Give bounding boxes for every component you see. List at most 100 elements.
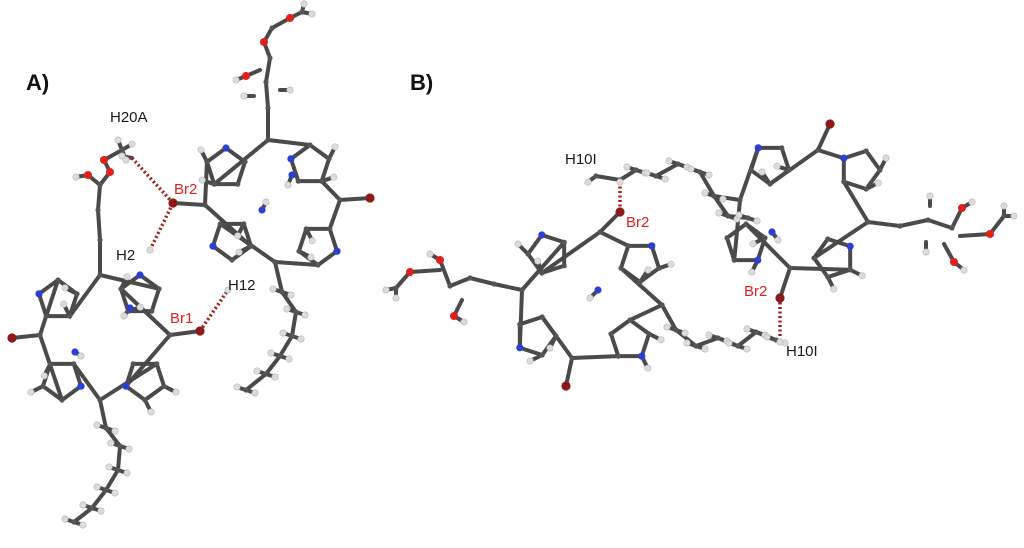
chain-bond: [694, 336, 720, 348]
nitrogen-atom: [71, 348, 79, 356]
bond: [319, 179, 342, 202]
carbon-atom: [825, 236, 831, 242]
nitrogen-atom: [768, 228, 776, 236]
carbon-atom: [97, 397, 103, 403]
hydrogen-atom: [111, 489, 119, 497]
hydrogen-atom: [719, 195, 727, 203]
ring-bond: [154, 361, 167, 389]
ring-bond: [40, 384, 64, 402]
carbon-atom: [71, 361, 77, 367]
nitrogen-atom: [77, 382, 85, 390]
carbon-atom: [675, 161, 681, 167]
label-h12: H12: [228, 277, 256, 294]
oxygen-atom: [106, 168, 114, 176]
bond: [212, 138, 270, 187]
hydrogen-atom: [968, 198, 976, 206]
chain-bond: [264, 354, 282, 376]
bond: [778, 266, 792, 300]
hydrogen-atom: [882, 154, 890, 162]
bromine-atom: [825, 119, 835, 129]
nitrogen-atom: [35, 290, 43, 298]
carbon-atom: [491, 281, 497, 287]
carbon-atom: [327, 226, 333, 232]
br1-atom: [195, 326, 205, 336]
carbon-atom: [637, 279, 643, 285]
hydrogen-atom: [234, 232, 242, 240]
carbon-atom: [303, 226, 309, 232]
hydrogen-atom: [830, 285, 838, 293]
carbon-atom: [229, 257, 235, 263]
bromine-atom: [365, 193, 375, 203]
carbon-atom: [95, 207, 101, 213]
hydrogen-atom: [125, 445, 133, 453]
carbon-atom: [149, 308, 155, 314]
ring-bond: [628, 318, 652, 336]
hydrogen-atom: [960, 266, 968, 274]
carbon-atom: [296, 248, 302, 254]
bond: [958, 232, 992, 238]
hydrogen-atom: [285, 355, 293, 363]
bond: [598, 210, 622, 234]
carbon-atom: [525, 251, 531, 257]
carbon-atom: [597, 229, 603, 235]
hydrogen-atom: [1010, 212, 1018, 220]
bond: [598, 230, 631, 248]
ring-bond: [210, 221, 223, 249]
hydrogen-atom: [118, 152, 126, 160]
oxygen-atom: [100, 156, 108, 164]
oxygen-atom: [450, 312, 458, 320]
carbon-atom: [659, 302, 665, 308]
hydrogen-atom: [616, 178, 624, 186]
hydrogen-atom: [235, 248, 243, 256]
carbon-atom: [74, 291, 80, 297]
bond: [618, 266, 664, 307]
carbon-atom: [724, 235, 730, 241]
carbon-atom: [263, 79, 269, 85]
carbon-atom: [119, 147, 125, 153]
ring-bond: [235, 159, 248, 187]
label-h2: H2: [116, 247, 136, 264]
hydrogen-atom: [77, 352, 85, 360]
label-br2-b-top: Br2: [626, 214, 650, 231]
carbon-atom: [161, 383, 167, 389]
chain-bond: [264, 80, 270, 110]
carbon-atom: [202, 202, 208, 208]
carbon-atom: [841, 179, 847, 185]
hydrogen-atom: [267, 349, 275, 357]
nitrogen-atom: [638, 352, 646, 360]
ring-bond: [618, 243, 631, 271]
carbon-atom: [693, 343, 699, 349]
carbon-atom: [319, 178, 325, 184]
bond: [218, 221, 277, 264]
hydrogen-atom: [307, 253, 315, 261]
hydrogen-atom: [701, 189, 709, 197]
hydrogen-atom: [79, 521, 87, 529]
carbon-atom: [539, 314, 545, 320]
bond: [338, 196, 372, 202]
chain-bond: [278, 334, 294, 358]
nitrogen-atom: [126, 304, 134, 312]
hydrogen-atom: [644, 266, 652, 274]
bond: [98, 273, 162, 291]
hydrogen-atom: [748, 268, 756, 276]
carbon-atom: [735, 343, 741, 349]
bond: [738, 145, 761, 202]
carbon-atom: [618, 265, 624, 271]
carbon-atom: [787, 265, 793, 271]
atom-layer: [7, 0, 1018, 529]
oxygen-atom: [242, 72, 250, 80]
carbon-atom: [779, 145, 785, 151]
carbon-atom: [447, 283, 453, 289]
carbon-atom: [715, 335, 721, 341]
chain-bond: [264, 56, 272, 84]
bond: [123, 333, 172, 389]
carbon-atom: [925, 217, 931, 223]
ring-bond: [841, 179, 869, 192]
hydrogen-atom: [40, 372, 48, 380]
carbon-atom: [865, 219, 871, 225]
hydrogen-atom: [725, 339, 733, 347]
hydrogen-atom: [128, 140, 136, 148]
carbon-atom: [269, 25, 275, 31]
carbon-atom: [697, 169, 703, 175]
hydrogen-atom: [657, 336, 665, 344]
